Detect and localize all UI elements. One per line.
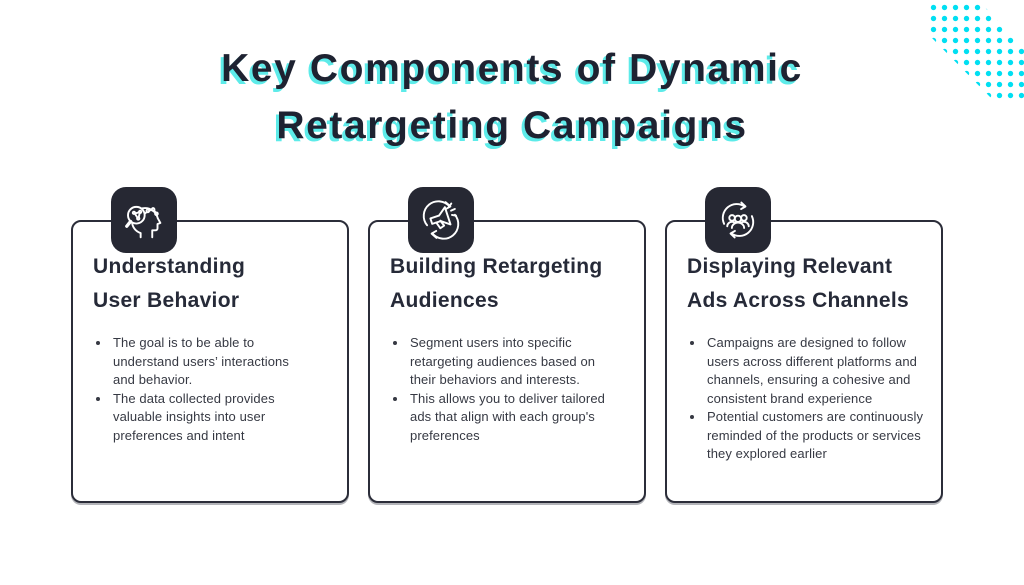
cyan-dots-pattern bbox=[930, 0, 1024, 100]
bullet-list: Segment users into specific retargeting … bbox=[390, 334, 610, 445]
card-title-line: User Behavior bbox=[93, 289, 240, 312]
card-title-line: Ads Across Channels bbox=[687, 289, 909, 312]
head-with-magnifier-glyph bbox=[125, 205, 162, 239]
people-group-cycle-icon bbox=[705, 187, 771, 253]
bullet-item: Campaigns are designed to follow users a… bbox=[705, 334, 933, 408]
bullet-item: The data collected provides valuable ins… bbox=[111, 390, 311, 446]
page-title-line-2: Retargeting Campaigns bbox=[276, 104, 748, 147]
card-title-line: Building Retargeting bbox=[390, 255, 603, 278]
bullet-list: The goal is to be able to understand use… bbox=[93, 334, 311, 445]
card-title-line: Understanding bbox=[93, 255, 246, 278]
page-title-line-1: Key Components of Dynamic bbox=[221, 47, 803, 90]
bullet-item: This allows you to deliver tailored ads … bbox=[408, 390, 610, 446]
people-group-cycle-glyph bbox=[721, 201, 755, 239]
card-title-line: Audiences bbox=[390, 289, 499, 312]
bullet-item: Potential customers are continuously rem… bbox=[705, 408, 933, 464]
head-with-magnifier-icon bbox=[111, 187, 177, 253]
bullet-item: The goal is to be able to understand use… bbox=[111, 334, 311, 390]
megaphone-cycle-icon bbox=[408, 187, 474, 253]
bullet-list: Campaigns are designed to follow users a… bbox=[687, 334, 933, 464]
bullet-item: Segment users into specific retargeting … bbox=[408, 334, 610, 390]
megaphone-cycle-glyph bbox=[422, 200, 460, 240]
card-title-line: Displaying Relevant bbox=[687, 255, 893, 278]
